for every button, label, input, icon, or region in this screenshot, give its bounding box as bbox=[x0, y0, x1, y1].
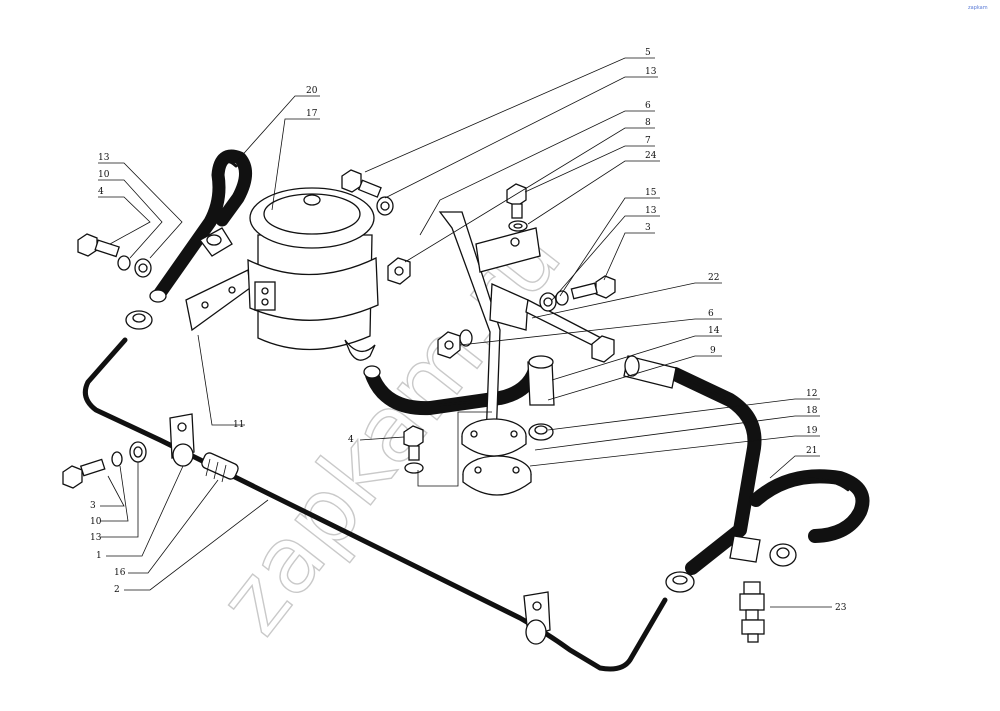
callout-6: 6 bbox=[645, 101, 651, 111]
hose-clip-12 bbox=[769, 543, 797, 567]
callout-18: 18 bbox=[806, 406, 818, 416]
callout-15: 15 bbox=[645, 188, 657, 198]
callout-2: 2 bbox=[114, 585, 120, 595]
bolt-7 bbox=[506, 183, 528, 232]
pipe-sleeve-16 bbox=[201, 452, 239, 483]
callout-17: 17 bbox=[306, 109, 318, 119]
callout-13: 13 bbox=[90, 533, 102, 543]
callout-9: 9 bbox=[710, 346, 716, 356]
corner-mark: zapkam bbox=[968, 5, 988, 11]
hose-20 bbox=[149, 149, 252, 303]
hose-14 bbox=[363, 355, 555, 416]
callout-6: 6 bbox=[708, 309, 714, 319]
callout-3: 3 bbox=[645, 223, 651, 233]
nut-6-middle bbox=[437, 329, 473, 359]
callout-3: 3 bbox=[90, 501, 96, 511]
filter-bracket-11 bbox=[185, 269, 251, 332]
callout-12: 12 bbox=[806, 389, 817, 399]
callout-1: 1 bbox=[96, 551, 102, 561]
nut-8 bbox=[387, 257, 411, 285]
callout-24: 24 bbox=[645, 151, 657, 161]
bolt-3-lower bbox=[62, 441, 147, 489]
callout-4: 4 bbox=[98, 187, 104, 197]
union-fitting-23 bbox=[739, 581, 765, 643]
fuel-filter-17 bbox=[247, 187, 379, 361]
bracket-22 bbox=[438, 211, 606, 441]
callout-14: 14 bbox=[708, 326, 720, 336]
callout-labels: 5 13 6 8 7 24 15 13 3 22 6 14 9 12 18 19… bbox=[90, 48, 847, 613]
callout-8: 8 bbox=[645, 118, 651, 128]
callout-23: 23 bbox=[835, 603, 847, 613]
callout-20: 20 bbox=[306, 86, 318, 96]
pipe-bracket-1-right bbox=[523, 591, 551, 645]
callout-10: 10 bbox=[90, 517, 102, 527]
callout-16: 16 bbox=[114, 568, 126, 578]
bolt-3-upper bbox=[539, 275, 616, 312]
callout-13: 13 bbox=[645, 206, 657, 216]
callout-7: 7 bbox=[645, 136, 651, 146]
bolt-4-upper bbox=[77, 233, 152, 278]
callout-21: 21 bbox=[806, 446, 817, 456]
hose-21 bbox=[749, 469, 870, 543]
callout-13: 13 bbox=[98, 153, 110, 163]
hose-9 bbox=[623, 355, 762, 575]
nut-6-right bbox=[591, 335, 615, 363]
bolt-4-middle bbox=[403, 411, 492, 487]
hose-clip-right bbox=[665, 571, 695, 593]
hose-clip-left bbox=[125, 310, 153, 330]
callout-4: 4 bbox=[348, 435, 354, 445]
bolt-5 bbox=[341, 169, 394, 216]
valve-flange bbox=[461, 418, 554, 496]
callout-13: 13 bbox=[645, 67, 657, 77]
callout-5: 5 bbox=[645, 48, 651, 58]
callout-22: 22 bbox=[708, 273, 719, 283]
callout-10: 10 bbox=[98, 170, 110, 180]
pipe-bracket-1-left bbox=[169, 413, 195, 467]
callout-19: 19 bbox=[806, 426, 818, 436]
